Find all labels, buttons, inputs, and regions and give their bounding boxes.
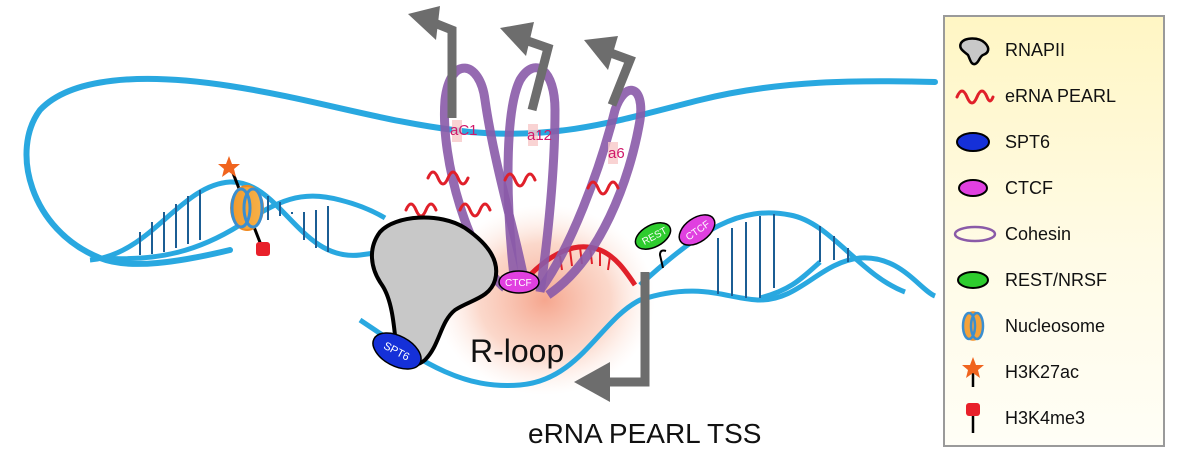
h3k4me3-pin-icon (966, 403, 980, 433)
legend-row-cohesin: Cohesin (945, 217, 1163, 251)
tss-label: eRNA PEARL TSS (528, 418, 762, 449)
legend-row-rnapii: RNAPII (945, 33, 1163, 67)
legend-row-ctcf: CTCF (945, 171, 1163, 205)
ctcf-center-label: CTCF (505, 278, 532, 289)
dna-right-helix-a (638, 210, 906, 295)
rnapii-icon (959, 37, 990, 66)
erna-squiggle-3 (458, 202, 492, 218)
legend-row-erna: eRNA PEARL (945, 79, 1163, 113)
h3k27ac-star-icon (962, 357, 984, 387)
legend: RNAPII eRNA PEARL SPT6 CTCF Cohesin REST… (943, 15, 1165, 447)
legend-row-rest: REST/NRSF (945, 263, 1163, 297)
legend-label-h3k4me3: H3K4me3 (1005, 408, 1086, 428)
rest-protein (634, 222, 672, 250)
legend-label-ctcf: CTCF (1005, 178, 1053, 198)
tss-arrow-head (574, 362, 610, 402)
helix-rungs-left (139, 190, 329, 255)
nucleosome-icon (961, 311, 985, 341)
h3k27ac-star (218, 156, 240, 177)
spt6-protein (372, 332, 422, 370)
erna-squiggle-1 (426, 170, 470, 186)
cohesin-ring-icon (953, 225, 997, 243)
rnapii-blob (370, 215, 499, 368)
legend-label-nucleosome: Nucleosome (1005, 316, 1106, 336)
rest-binding-mark (658, 249, 667, 269)
legend-label-erna: eRNA PEARL (1005, 86, 1117, 106)
loop-label-a6: a6 (608, 145, 625, 162)
tss-arrow-shaft (605, 272, 650, 387)
ctcf-right-protein (678, 214, 716, 246)
legend-row-h3k27ac: H3K27ac (945, 355, 1163, 389)
loop-label-backgrounds (452, 120, 618, 164)
nucleosome (229, 167, 265, 251)
transcription-arrows (430, 17, 636, 118)
dna-lower-strand (358, 255, 937, 389)
legend-row-spt6: SPT6 (945, 125, 1163, 159)
legend-label-spt6: SPT6 (1005, 132, 1051, 152)
loop-label-a12: a12 (527, 127, 552, 144)
spt6-ellipse-icon (956, 132, 990, 152)
erna-squiggle-5 (586, 180, 620, 196)
legend-label-rest: REST/NRSF (1005, 270, 1108, 290)
arrow-heads (408, 6, 618, 70)
rest-ellipse-icon (957, 271, 989, 289)
helix-rungs-right (717, 214, 849, 298)
erna-squiggle-icon (955, 89, 995, 105)
legend-label-h3k27ac: H3K27ac (1005, 362, 1080, 382)
erna-squiggle-2 (404, 202, 438, 218)
cohesin-loop-a6 (536, 85, 646, 299)
erna-squiggle-4 (503, 172, 537, 188)
ctcf-center-protein (498, 270, 540, 294)
h3k4me3-pin (256, 242, 270, 256)
dna-helix-strand-b (99, 193, 387, 262)
legend-label-rnapii: RNAPII (1005, 40, 1066, 60)
dna-right-helix-b (759, 260, 822, 301)
ctcf-ellipse-icon (958, 179, 988, 197)
dna-upper-strand (23, 75, 938, 267)
legend-label-cohesin: Cohesin (1005, 224, 1072, 244)
legend-row-h3k4me3: H3K4me3 (945, 401, 1163, 435)
rloop-label: R-loop (470, 333, 564, 369)
legend-row-nucleosome: Nucleosome (945, 309, 1163, 343)
loop-label-ac1: aC1 (450, 122, 478, 139)
